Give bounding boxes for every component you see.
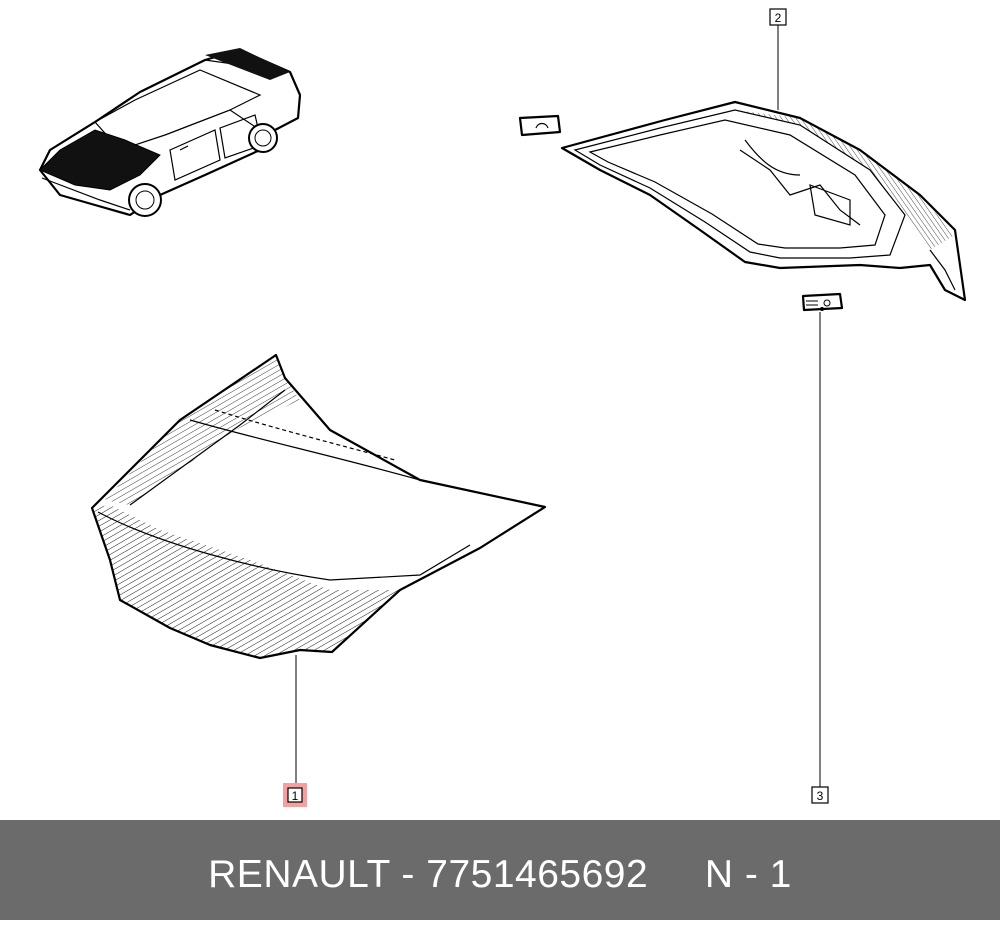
footer-caption: RENAULT - 7751465692 N - 1 xyxy=(0,820,1000,920)
callout-1-label: 1 xyxy=(292,789,299,803)
hood-part-1-illustration xyxy=(90,353,547,660)
callout-2-box xyxy=(769,8,787,26)
trunk-lid-illustration xyxy=(560,100,967,302)
caption-separator: - xyxy=(390,853,427,896)
callout-1-box xyxy=(287,787,303,803)
callout-2[interactable]: 2 xyxy=(769,8,787,26)
caption-gap xyxy=(648,853,705,896)
trunk-clip-illustration xyxy=(518,114,562,137)
diagram-note: N - 1 xyxy=(704,853,792,896)
callout-3-box xyxy=(811,786,829,804)
car-reference-illustration xyxy=(38,48,302,217)
parts-diagram: 1 2 3 xyxy=(38,8,967,807)
part-number: 7751465692 xyxy=(426,853,649,896)
callout-3-label: 3 xyxy=(817,789,824,803)
callout-3[interactable]: 3 xyxy=(811,786,829,804)
footer-bar: RENAULT - 7751465692 N - 1 xyxy=(0,820,1000,920)
callout-1[interactable]: 1 xyxy=(283,783,307,807)
brand-name: RENAULT xyxy=(208,853,391,896)
callout-2-label: 2 xyxy=(775,11,782,25)
bracket-part-3-illustration xyxy=(801,292,844,312)
